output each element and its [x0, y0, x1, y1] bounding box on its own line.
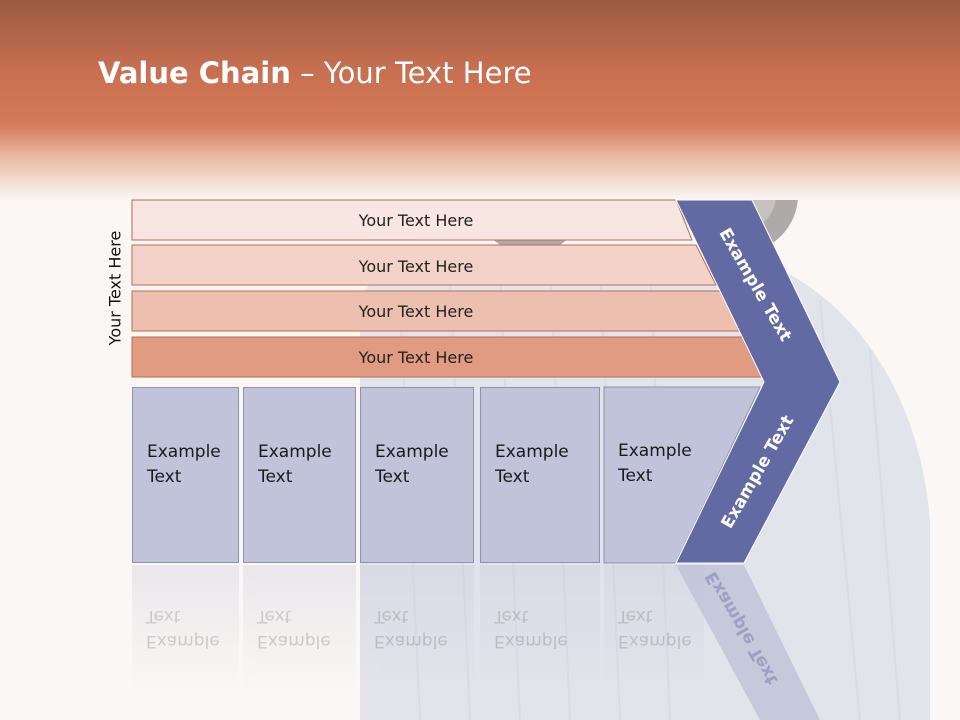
row-4-label: Your Text Here	[358, 347, 474, 367]
vertical-label: Your Text Here	[105, 230, 125, 346]
title-bold: Value Chain	[98, 56, 291, 90]
row-3: Your Text Here	[132, 291, 700, 331]
row-4: Your Text Here	[132, 337, 700, 377]
row-3-label: Your Text Here	[358, 301, 474, 321]
slide-title: Value Chain – Your Text Here	[98, 56, 532, 90]
row-1-label: Your Text Here	[358, 210, 474, 230]
row-1: Your Text Here	[132, 200, 700, 240]
row-2-label: Your Text Here	[358, 256, 474, 276]
chevron-arrow	[675, 199, 841, 564]
chevron-reflection	[676, 565, 820, 720]
title-rest: – Your Text Here	[290, 56, 532, 90]
header-band	[0, 0, 960, 200]
row-2: Your Text Here	[132, 246, 700, 286]
row-shape-1	[131, 199, 693, 241]
row-shape-2	[131, 244, 717, 286]
